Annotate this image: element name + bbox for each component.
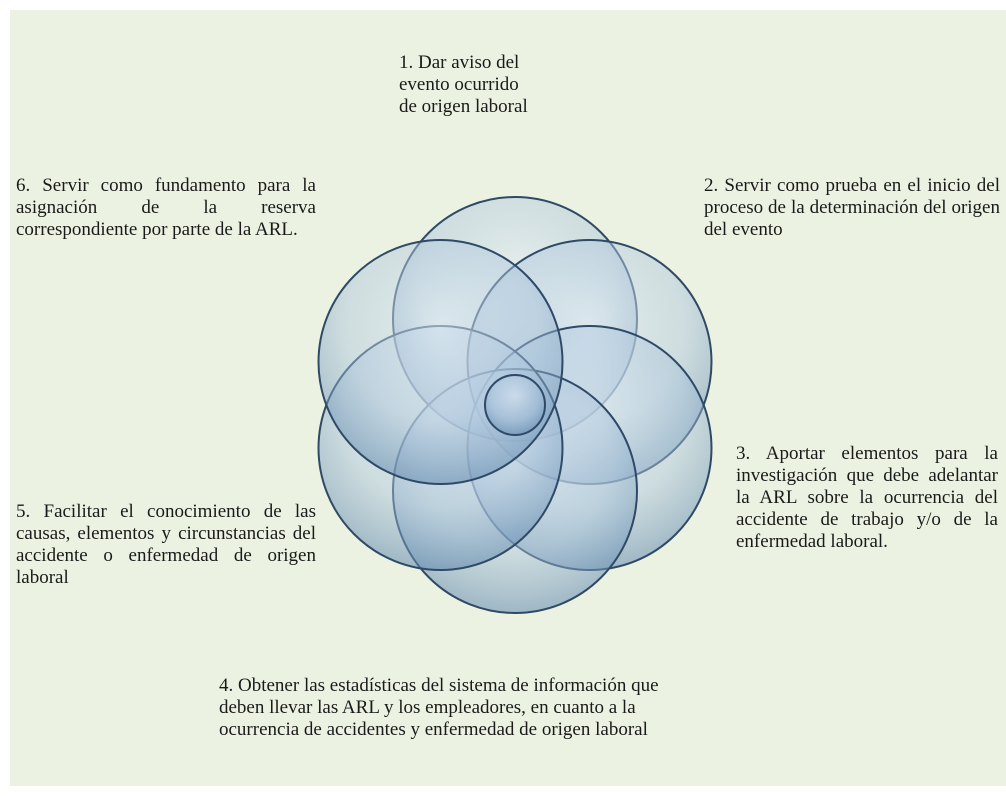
item-1-text: 1. Dar aviso del evento ocurrido de orig… — [399, 52, 528, 117]
center-circle — [484, 374, 546, 436]
circle-6 — [317, 239, 564, 485]
diagram-canvas: 1. Dar aviso del evento ocurrido de orig… — [10, 10, 1006, 786]
item-5-text: 5. Facilitar el conocimiento de las caus… — [16, 501, 316, 588]
venn-flower-diagram — [317, 196, 713, 614]
item-2-text: 2. Servir como prueba en el inicio del p… — [704, 175, 1000, 240]
item-6-text: 6. Servir como fundamento para la asigna… — [16, 175, 316, 240]
item-4-text: 4. Obtener las estadísticas del sistema … — [219, 675, 659, 740]
item-3-text: 3. Aportar elementos para la investigaci… — [736, 443, 998, 552]
